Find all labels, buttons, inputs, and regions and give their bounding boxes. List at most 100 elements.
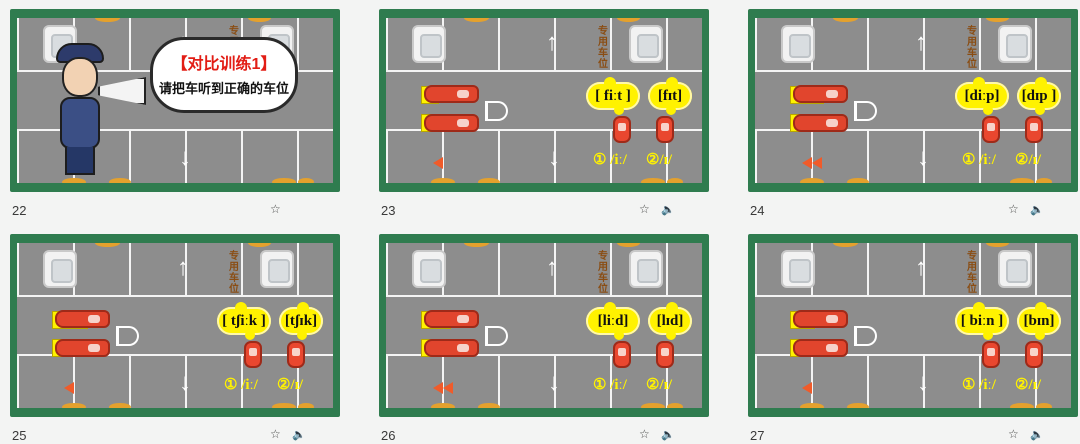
answer-option: ① /iː/ [224, 377, 258, 393]
slide-number: 27 [750, 428, 765, 443]
police-officer-illustration [38, 37, 146, 177]
parking-stall [17, 243, 73, 295]
speaker-icon [433, 157, 443, 169]
down-arrow-icon: ↓ [179, 369, 191, 396]
parked-car-icon [781, 25, 815, 63]
slide-thumbnail[interactable]: ↑↓专用车位chickcheek[ tʃiːk ][tʃɪk]① /iː/②/ɪ… [10, 234, 340, 417]
curb-bump [272, 403, 296, 408]
answer-option: ②/ɪ/ [1015, 152, 1042, 168]
phonetic-bubble: [ biːn ] [955, 302, 1009, 340]
red-car-icon [793, 85, 848, 103]
answer-option: ②/ɪ/ [277, 377, 304, 393]
parking-d-icon [485, 101, 508, 121]
parking-stall [867, 18, 923, 70]
phonetic-bubble: [bɪn] [1017, 302, 1061, 340]
curb-bump [1010, 178, 1034, 183]
red-car-icon [55, 339, 110, 357]
parking-stall [17, 131, 73, 183]
curb-bump [298, 178, 314, 183]
answer-option: ① /iː/ [593, 152, 627, 168]
parked-car-icon [412, 250, 446, 288]
speaker-icon[interactable]: 🔈 [1030, 204, 1044, 216]
curb-bump [431, 178, 455, 183]
lane-line [755, 295, 1071, 297]
star-icon[interactable]: ☆ [639, 202, 650, 216]
parking-stall [554, 18, 610, 70]
parking-stall [755, 131, 811, 183]
curb-bump [109, 403, 131, 408]
speaker-icon [64, 382, 74, 394]
star-icon[interactable]: ☆ [639, 427, 650, 441]
star-icon[interactable]: ☆ [1008, 202, 1019, 216]
speaker-icon[interactable]: 🔈 [661, 204, 675, 216]
phonetic-bubble: [diːp] [955, 77, 1009, 115]
parking-stall [1035, 356, 1071, 408]
parking-stall [923, 243, 979, 295]
red-car-icon [793, 310, 848, 328]
red-car-icon [1025, 341, 1043, 368]
star-icon[interactable]: ☆ [270, 427, 281, 441]
star-icon[interactable]: ☆ [270, 202, 281, 216]
parking-stall [610, 356, 666, 408]
answer-option: ① /iː/ [962, 152, 996, 168]
parking-stall [129, 18, 185, 70]
red-car-icon [424, 339, 479, 357]
parked-car-icon [412, 25, 446, 63]
curb-bump [1036, 403, 1052, 408]
down-arrow-icon: ↓ [179, 144, 191, 171]
down-arrow-icon: ↓ [548, 369, 560, 396]
parking-stall [297, 131, 333, 183]
parking-d-icon [485, 326, 508, 346]
parking-d-icon [854, 101, 877, 121]
curb-bump [431, 403, 455, 408]
parking-stall [666, 356, 702, 408]
slide-thumbnail[interactable]: ↑↓专用车位fitfeet[ fiːt ][fɪt]① /iː/②/ɪ/ [379, 9, 709, 192]
parking-lot-scene: ↑↓专用车位fitfeet[ fiːt ][fɪt]① /iː/②/ɪ/ [386, 18, 702, 183]
parking-stall [17, 356, 73, 408]
phonetic-bubble: [tʃɪk] [279, 302, 323, 340]
parking-stall [666, 131, 702, 183]
parking-stall [498, 356, 554, 408]
slide-thumbnail[interactable]: ↑↓专用车位leadlid[liːd][lɪd]① /iː/②/ɪ/ [379, 234, 709, 417]
parking-stall [554, 131, 610, 183]
lane-line [17, 295, 333, 297]
speaker-icon [802, 382, 812, 394]
parking-stall [73, 243, 129, 295]
red-car-icon [982, 341, 1000, 368]
parking-stall [610, 131, 666, 183]
speaker-icon[interactable]: 🔈 [292, 429, 306, 441]
slide-thumbnail[interactable]: ↑↓专用车位deepdip[diːp][dɪp ]① /iː/②/ɪ/ [748, 9, 1078, 192]
parked-car-icon [781, 250, 815, 288]
parked-car-icon [43, 250, 77, 288]
speaker-icon [433, 382, 453, 394]
red-car-icon [656, 116, 674, 143]
slide-thumbnail[interactable]: ↑↓专用车位【对比训练1】请把车听到正确的车位 [10, 9, 340, 192]
speaker-icon[interactable]: 🔈 [661, 429, 675, 441]
red-car-icon [793, 114, 848, 132]
slide-number: 22 [12, 203, 27, 218]
parking-lot-scene: ↑↓专用车位binbeen[ biːn ][bɪn]① /iː/②/ɪ/ [755, 243, 1071, 408]
parking-d-icon [116, 326, 139, 346]
megaphone-icon [98, 77, 146, 105]
parking-stall [386, 243, 442, 295]
slide-thumbnail[interactable]: ↑↓专用车位binbeen[ biːn ][bɪn]① /iː/②/ɪ/ [748, 234, 1078, 417]
curb-bump [617, 18, 640, 22]
lane-line [755, 354, 1071, 356]
star-icon[interactable]: ☆ [1008, 427, 1019, 441]
slide-number: 25 [12, 428, 27, 443]
speaker-icon[interactable]: 🔈 [1030, 429, 1044, 441]
parking-stall [129, 243, 185, 295]
curb-bump [1010, 403, 1034, 408]
parking-stall [979, 356, 1035, 408]
curb-bump [248, 18, 271, 22]
answer-option: ① /iː/ [593, 377, 627, 393]
parked-car-icon [998, 250, 1032, 288]
parking-stall [755, 18, 811, 70]
parking-lot-scene: ↑↓专用车位chickcheek[ tʃiːk ][tʃɪk]① /iː/②/ɪ… [17, 243, 333, 408]
parking-stall [979, 18, 1035, 70]
parking-stall [386, 131, 442, 183]
parking-stall [923, 356, 979, 408]
parking-lot-scene: ↑↓专用车位deepdip[diːp][dɪp ]① /iː/②/ɪ/ [755, 18, 1071, 183]
parking-stall [811, 18, 867, 70]
curb-bump [833, 18, 858, 22]
